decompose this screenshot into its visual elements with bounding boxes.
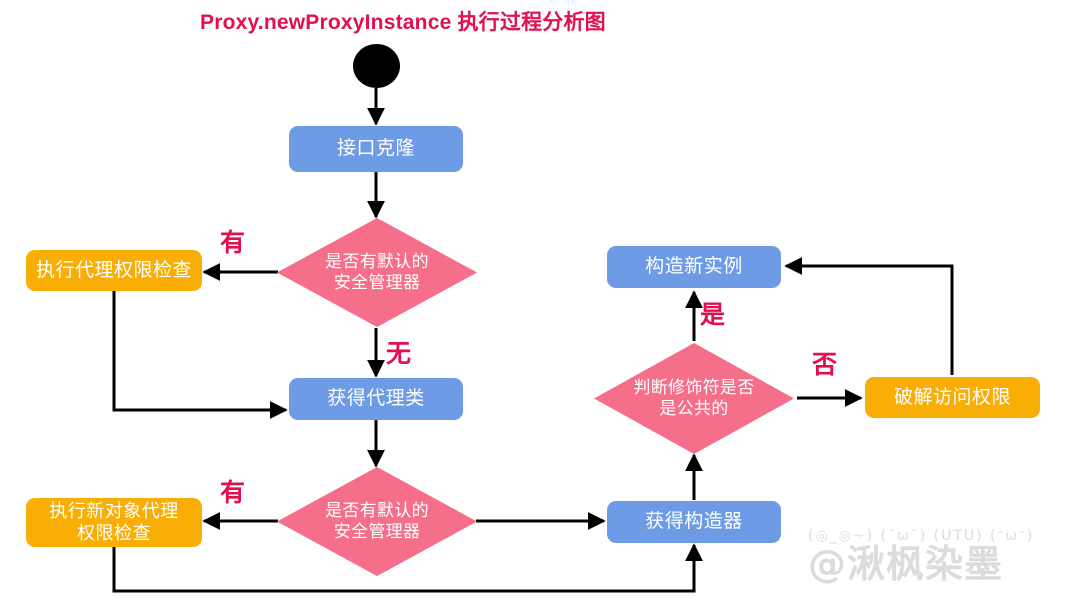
node-decision-security-manager-1-label: 是否有默认的 安全管理器 <box>325 251 429 292</box>
page-title: Proxy.newProxyInstance 执行过程分析图 <box>200 11 606 34</box>
node-get-proxy-class-label: 获得代理类 <box>327 388 425 410</box>
edge-break-access-to-construct <box>784 257 954 375</box>
edge-proxy-check-to-get-proxy-class <box>112 291 288 419</box>
node-decision-security-manager-2-label: 是否有默认的 安全管理器 <box>325 500 429 541</box>
node-decision-security-manager-2[interactable]: 是否有默认的 安全管理器 <box>277 467 477 576</box>
watermark-kaomoji: (◎_◎~) (˘ω˘) (UTU) (ᵔωᵔ) <box>808 528 1035 544</box>
node-get-proxy-class[interactable]: 获得代理类 <box>289 378 463 420</box>
node-decision-modifier-public[interactable]: 判断修饰符是否 是公共的 <box>594 343 794 454</box>
node-get-constructor-label: 获得构造器 <box>645 511 743 533</box>
start-node <box>353 44 400 88</box>
edge-label-sm1-yes: 有 <box>220 228 246 257</box>
node-break-access-permission[interactable]: 破解访问权限 <box>865 377 1040 418</box>
node-decision-security-manager-1[interactable]: 是否有默认的 安全管理器 <box>277 218 477 327</box>
node-proxy-permission-check-label: 执行代理权限检查 <box>35 259 192 281</box>
node-new-object-proxy-permission-check-label: 执行新对象代理 权限检查 <box>49 500 179 543</box>
watermark-handle: @湫枫染墨 <box>808 542 1004 586</box>
node-new-object-proxy-permission-check[interactable]: 执行新对象代理 权限检查 <box>26 498 202 547</box>
edge-label-modifier-no: 否 <box>812 350 838 379</box>
edge-label-sm1-no: 无 <box>386 339 412 368</box>
node-interface-clone[interactable]: 接口克隆 <box>289 126 463 172</box>
node-construct-new-instance-label: 构造新实例 <box>645 256 743 278</box>
node-interface-clone-label: 接口克隆 <box>336 138 415 160</box>
edge-label-modifier-yes: 是 <box>700 300 726 329</box>
node-decision-modifier-public-label: 判断修饰符是否 是公共的 <box>633 377 755 418</box>
node-get-constructor[interactable]: 获得构造器 <box>607 501 781 543</box>
watermark: (◎_◎~) (˘ω˘) (UTU) (ᵔωᵔ) @湫枫染墨 <box>808 528 1074 585</box>
node-proxy-permission-check[interactable]: 执行代理权限检查 <box>26 250 202 291</box>
edge-label-sm2-yes: 有 <box>220 478 246 507</box>
node-construct-new-instance[interactable]: 构造新实例 <box>607 246 781 288</box>
node-break-access-permission-label: 破解访问权限 <box>893 386 1011 408</box>
